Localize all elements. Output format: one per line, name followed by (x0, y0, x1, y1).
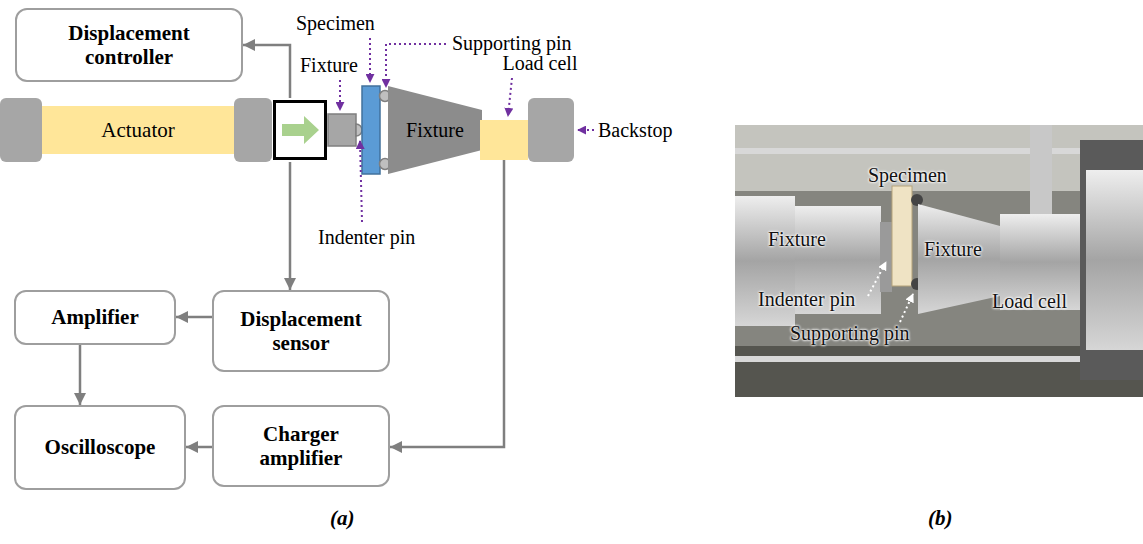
box-label: Displacement controller (44, 21, 214, 69)
part-label: Specimen (296, 12, 375, 34)
leader-line (386, 44, 446, 87)
fixture-trapezoid (388, 86, 482, 174)
process-box: Oscilloscope (14, 405, 186, 490)
actuator-cap (0, 98, 42, 162)
part-label: Load cell (992, 290, 1067, 312)
part-label: Fixture (924, 238, 982, 260)
process-box: Amplifier (14, 290, 176, 345)
signal-connector (289, 162, 292, 290)
small-fixture (328, 114, 356, 146)
motion-arrow-shape (282, 116, 319, 144)
part-label: Indenter pin (318, 226, 415, 248)
leader-line (339, 80, 341, 110)
backstop-block (528, 98, 574, 162)
backstop-disk (1086, 170, 1143, 350)
part-label-holder: Load cell (992, 290, 1067, 313)
actuator-cap (234, 98, 272, 162)
indenter-pin (356, 124, 362, 136)
leader-line (578, 129, 594, 131)
part-label-holder: Fixture (924, 238, 982, 261)
backstop-plate (1080, 140, 1143, 380)
part-label: Supporting pin (790, 322, 909, 344)
signal-connector (186, 446, 212, 449)
part-label: Backstop (598, 119, 672, 141)
load-cell-label: Load cell (480, 52, 600, 74)
fixture-cone (918, 204, 1000, 314)
box-label: Amplifier (51, 305, 138, 329)
part-label: Supporting pin (452, 32, 571, 54)
part-label-holder: Fixture (300, 54, 358, 77)
leader-line (508, 78, 512, 116)
process-box: Charger amplifier (212, 405, 390, 487)
box-label: Oscilloscope (45, 435, 156, 459)
actuator-head (273, 100, 327, 160)
part-label: Indenter pin (758, 288, 855, 310)
leader-line (360, 141, 362, 222)
part-label-holder: Supporting pin (790, 322, 909, 345)
load-cell: Load cell (480, 52, 600, 160)
specimen-bar (362, 86, 380, 174)
part-label-holder: Fixture (768, 228, 826, 251)
photo-leader (868, 262, 886, 296)
process-box: Displacement controller (15, 8, 243, 82)
part-label-holder: Supporting pin (452, 32, 571, 55)
panel-letter: (a) (330, 506, 355, 530)
fixture-label: Fixture (406, 119, 464, 142)
signal-connector (243, 45, 290, 98)
motion-arrow (276, 103, 324, 157)
part-label: Fixture (300, 54, 358, 76)
signal-connector (390, 160, 504, 447)
box-label: Charger amplifier (236, 422, 366, 470)
actuator: Actuator (0, 98, 328, 162)
specimen-photo (892, 186, 912, 286)
supporting-pin-photo (911, 194, 923, 206)
part-label: Fixture (768, 228, 826, 250)
load-cell-block (480, 120, 528, 160)
part-label-holder: Indenter pin (318, 226, 415, 249)
connector (1030, 125, 1052, 214)
photo-ground (735, 125, 1143, 397)
leader-line (369, 38, 371, 82)
panel-caption: (a) (330, 506, 355, 531)
box-label: Displacement sensor (226, 307, 376, 355)
part-label-holder: Indenter pin (758, 288, 855, 311)
actuator-label: Actuator (42, 98, 234, 162)
part-label-holder: Specimen (868, 164, 947, 187)
part-label: Specimen (868, 164, 947, 186)
signal-connector (176, 316, 212, 319)
panel-letter: (b) (928, 506, 953, 530)
fixture-head (880, 222, 892, 292)
process-box: Displacement sensor (212, 290, 390, 372)
photo-leader (900, 294, 913, 322)
part-label-holder: Specimen (296, 12, 375, 35)
signal-connector (79, 345, 82, 405)
panel-caption: (b) (928, 506, 953, 531)
fixture-block: Fixture (388, 86, 482, 174)
photo (735, 125, 1143, 397)
part-label-holder: Backstop (598, 119, 672, 142)
